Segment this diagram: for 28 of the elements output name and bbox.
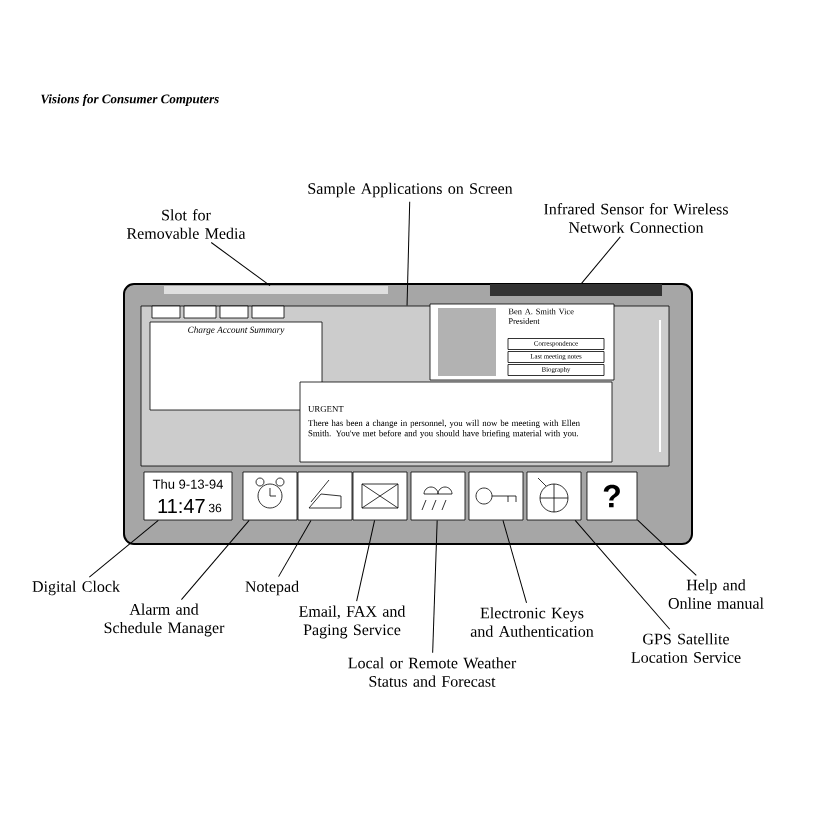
infrared-sensor xyxy=(490,284,662,296)
callout-text: Digital Clock xyxy=(32,580,120,596)
callout-text: Notepad xyxy=(245,580,299,596)
callout-text: Infrared Sensor for Wireless Network Connection xyxy=(544,203,728,233)
callout-text: Help and Online manual xyxy=(668,579,764,609)
leader-line xyxy=(636,519,697,576)
callout-text: Electronic Keys and Authentication xyxy=(470,607,594,637)
help-button: ? xyxy=(586,471,638,521)
callout-text: Sample Applications on Screen xyxy=(308,182,513,198)
callout-text: Email, FAX and Paging Service xyxy=(299,605,406,639)
callout-text: GPS Satellite Location Service xyxy=(631,633,741,663)
leader-line xyxy=(356,519,376,602)
callout-text: Alarm and Schedule Manager xyxy=(104,603,225,637)
media-slot xyxy=(164,286,388,294)
leader-line xyxy=(406,201,411,307)
callout-text: Slot for Removable Media xyxy=(126,209,246,239)
leader-line xyxy=(88,519,159,578)
leader-line xyxy=(278,519,312,578)
notepad-button xyxy=(297,471,353,521)
leader-line xyxy=(502,519,528,604)
key-button xyxy=(468,471,524,521)
alarm-button xyxy=(242,471,298,521)
globe-button xyxy=(526,471,582,521)
leader-line xyxy=(574,519,671,630)
leader-line xyxy=(180,519,250,601)
leader-line xyxy=(432,519,438,654)
callout-text: Local or Remote Weather Status and Forecast xyxy=(348,657,517,687)
weather-button xyxy=(410,471,466,521)
